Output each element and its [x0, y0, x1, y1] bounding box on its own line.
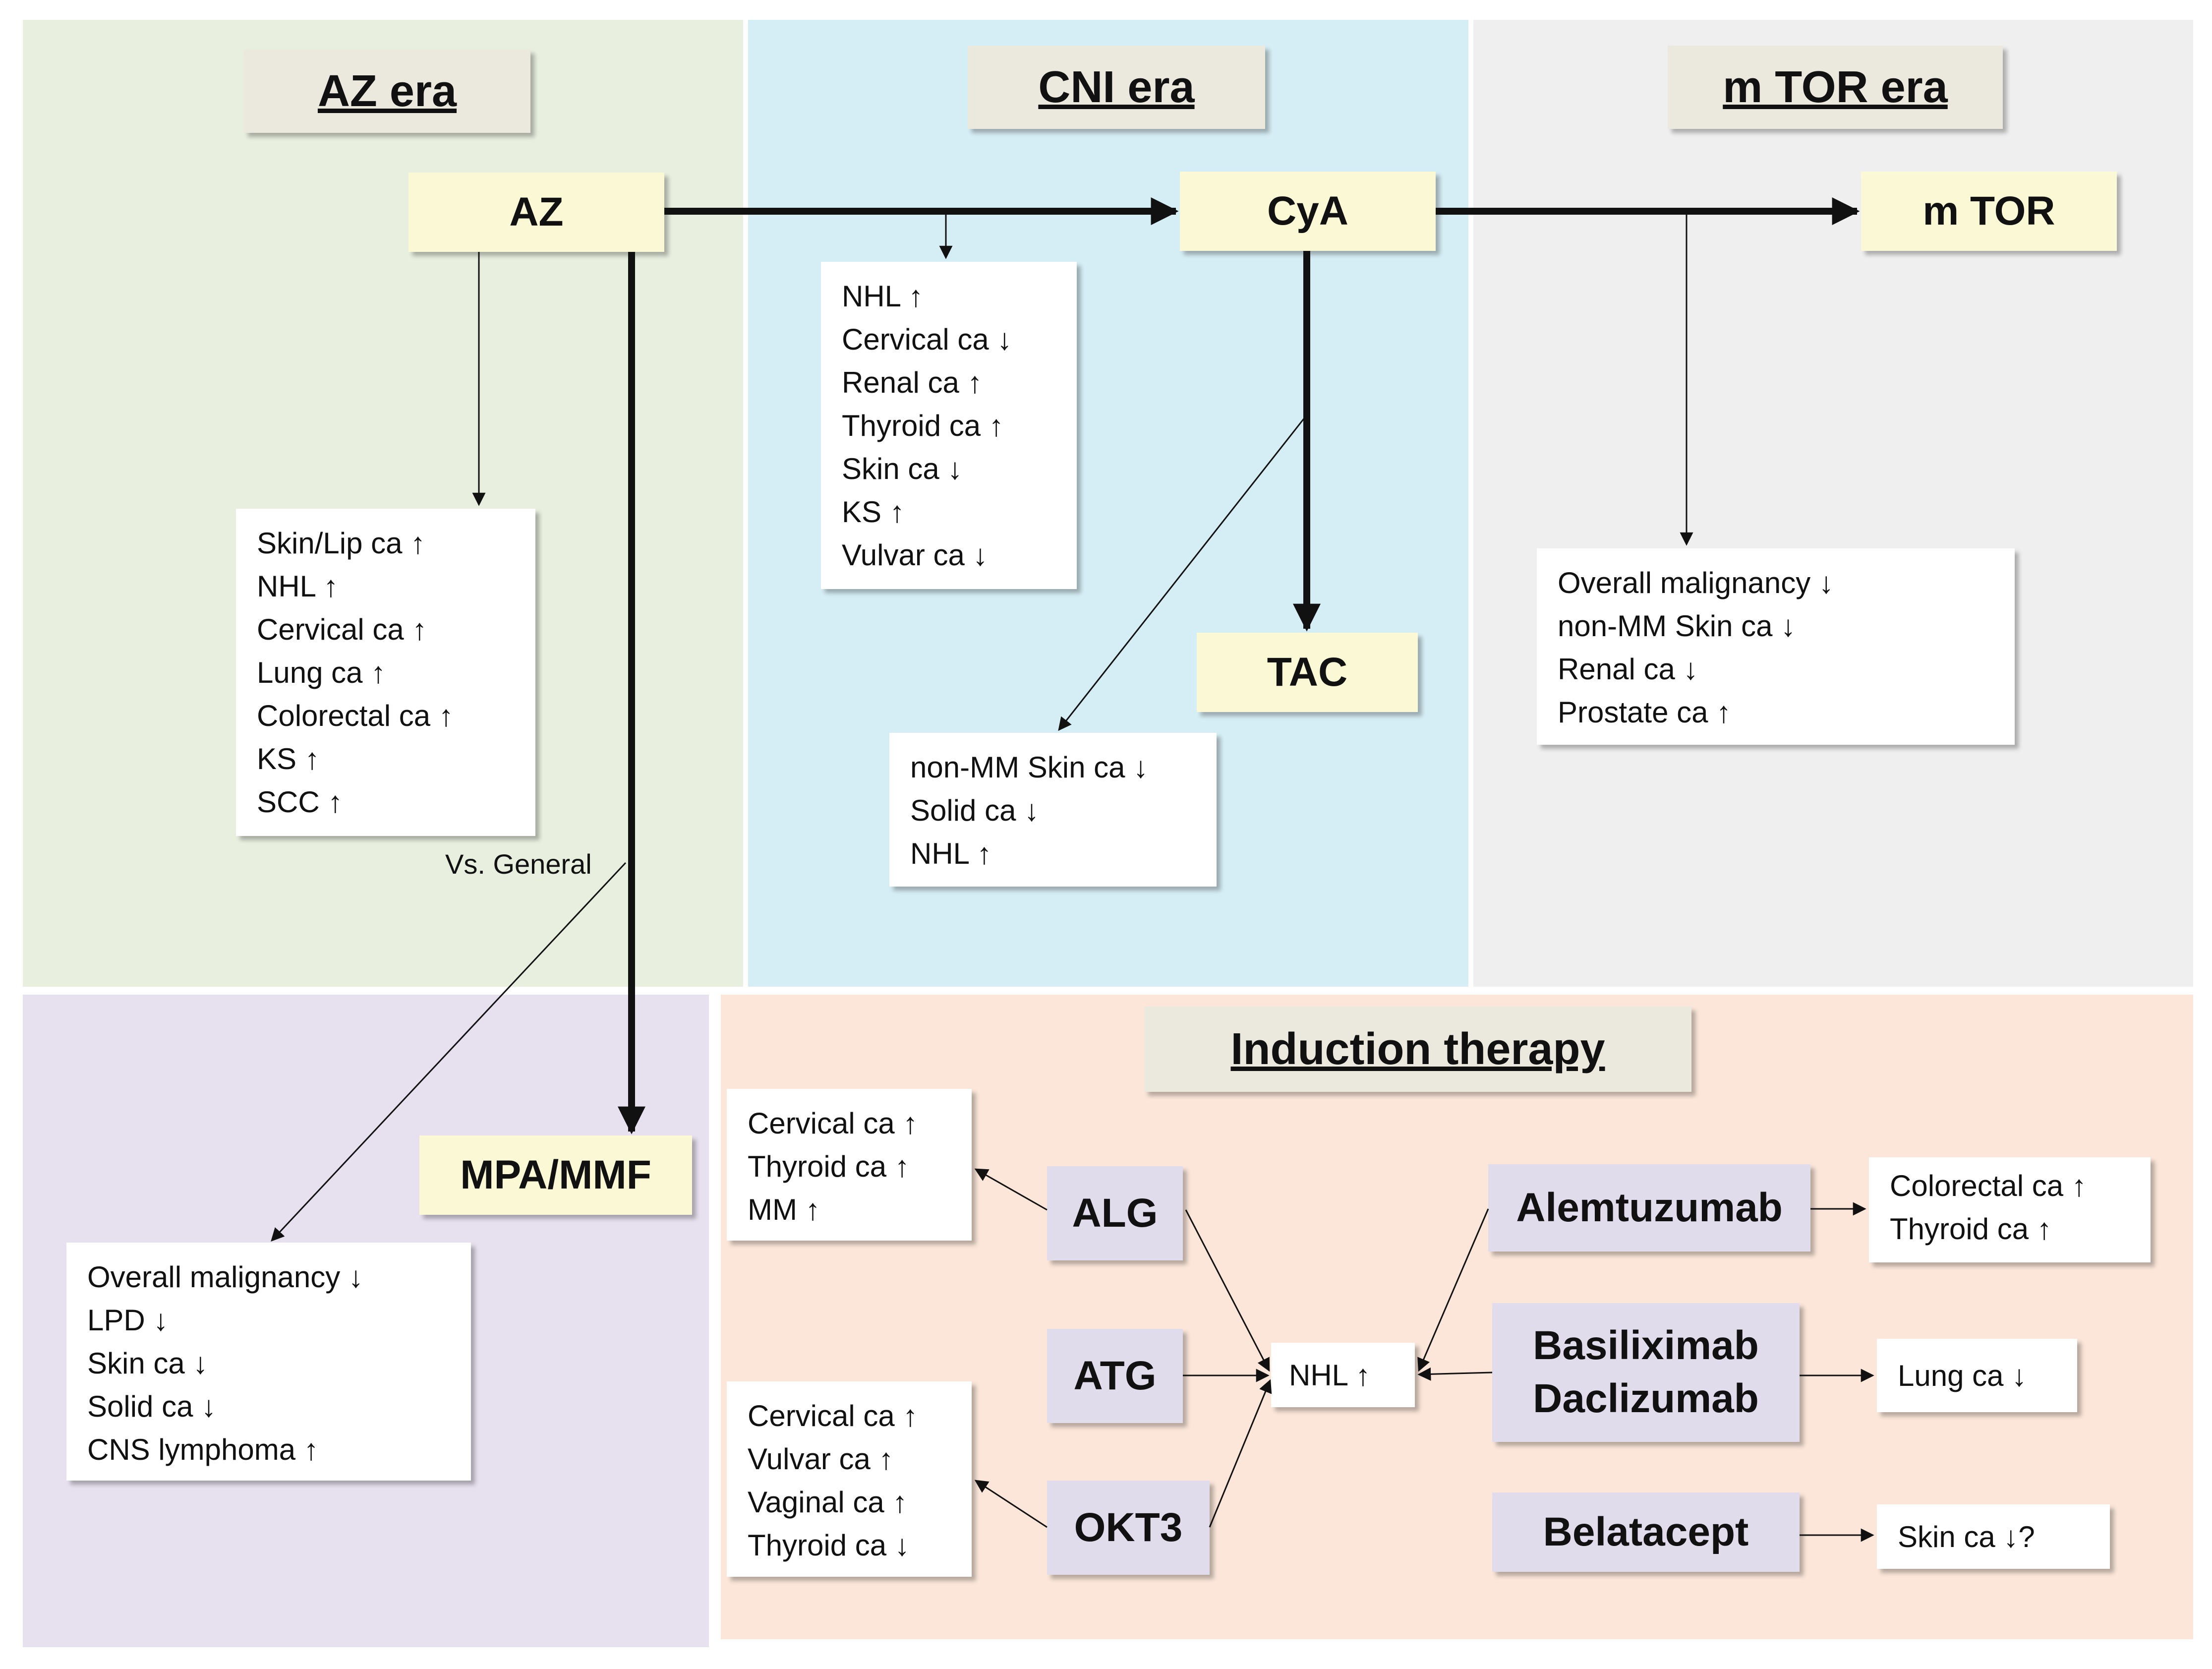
belatacept-outcome-box: Skin ca ↓?: [1877, 1504, 2110, 1569]
outcome-item: non-MM Skin ca ↓: [910, 751, 1149, 784]
outcome-item: Prostate ca ↑: [1558, 696, 1732, 729]
outcome-item: Skin/Lip ca ↑: [257, 527, 426, 560]
mtor-outcomes-box: Overall malignancy ↓ non-MM Skin ca ↓ Re…: [1537, 548, 2015, 745]
belatacept-agent-box: Belatacept: [1492, 1492, 1800, 1572]
outcome-item: Cervical ca ↑: [748, 1399, 918, 1432]
outcome-item: Thyroid ca ↓: [748, 1529, 910, 1562]
az-outcomes-box: Skin/Lip ca ↑ NHL ↑ Cervical ca ↑ Lung c…: [236, 509, 535, 836]
outcome-item: NHL ↑: [1289, 1358, 1371, 1392]
outcome-item: Skin ca ↓: [842, 452, 963, 485]
outcome-item: MM ↑: [748, 1193, 820, 1226]
outcome-item: Cervical ca ↑: [748, 1107, 918, 1140]
basiliximab-label: Basiliximab: [1533, 1323, 1759, 1369]
nhl-outcome-box: NHL ↑: [1271, 1343, 1415, 1407]
outcome-item: Overall malignancy ↓: [1558, 566, 1834, 599]
outcome-item: Thyroid ca ↑: [842, 409, 1004, 442]
outcome-item: Thyroid ca ↑: [1890, 1212, 2052, 1246]
outcome-item: KS ↑: [257, 742, 320, 775]
okt3-outcomes-box: Cervical ca ↑ Vulvar ca ↑ Vaginal ca ↑ T…: [727, 1381, 972, 1577]
vs-general-label: Vs. General: [445, 848, 592, 880]
mpa-outcomes-box: Overall malignancy ↓ LPD ↓ Skin ca ↓ Sol…: [66, 1243, 471, 1481]
outcome-item: SCC ↑: [257, 785, 343, 819]
basiliximab-daclizumab-agent-box: Basiliximab Daclizumab: [1492, 1303, 1800, 1442]
outcome-item: Vulvar ca ↑: [748, 1442, 894, 1476]
tac-outcomes-box: non-MM Skin ca ↓ Solid ca ↓ NHL ↑: [889, 733, 1217, 887]
outcome-item: Solid ca ↓: [910, 794, 1040, 827]
mtor-era-panel: [1473, 20, 2193, 987]
outcome-item: Cervical ca ↑: [257, 613, 427, 646]
outcome-item: NHL ↑: [910, 837, 992, 870]
basiliximab-outcome-box: Lung ca ↓: [1877, 1339, 2077, 1412]
az-drug-box: AZ: [408, 173, 664, 252]
mtor-drug-box: m TOR: [1861, 172, 2117, 251]
atg-agent-box: ATG: [1047, 1329, 1183, 1423]
daclizumab-label: Daclizumab: [1533, 1376, 1759, 1421]
outcome-item: Thyroid ca ↑: [748, 1150, 910, 1183]
outcome-item: Overall malignancy ↓: [87, 1260, 363, 1294]
induction-therapy-title: Induction therapy: [1144, 1007, 1691, 1092]
outcome-item: Lung ca ↑: [257, 656, 386, 689]
outcome-item: Colorectal ca ↑: [1890, 1169, 2087, 1202]
tac-drug-box: TAC: [1197, 633, 1418, 712]
outcome-item: Colorectal ca ↑: [257, 699, 454, 732]
outcome-item: CNS lymphoma ↑: [87, 1433, 319, 1466]
outcome-item: NHL ↑: [257, 570, 339, 603]
outcome-item: Skin ca ↓: [87, 1347, 208, 1380]
alg-outcomes-box: Cervical ca ↑ Thyroid ca ↑ MM ↑: [727, 1089, 972, 1241]
outcome-item: Vaginal ca ↑: [748, 1486, 908, 1519]
cni-era-title: CNI era: [968, 46, 1265, 129]
outcome-item: Vulvar ca ↓: [842, 538, 988, 572]
alemtuzumab-agent-box: Alemtuzumab: [1488, 1164, 1810, 1252]
az-era-panel: [23, 20, 743, 987]
outcome-item: Renal ca ↑: [842, 366, 983, 399]
alemtuzumab-outcomes-box: Colorectal ca ↑ Thyroid ca ↑: [1869, 1157, 2151, 1262]
outcome-item: Lung ca ↓: [1898, 1359, 2027, 1392]
outcome-item: Solid ca ↓: [87, 1390, 217, 1423]
mtor-era-title: m TOR era: [1668, 46, 2003, 129]
cya-drug-box: CyA: [1180, 172, 1436, 251]
outcome-item: Renal ca ↓: [1558, 653, 1698, 686]
alg-agent-box: ALG: [1047, 1166, 1183, 1260]
cni-outcomes-box: NHL ↑ Cervical ca ↓ Renal ca ↑ Thyroid c…: [821, 262, 1077, 589]
outcome-item: KS ↑: [842, 495, 905, 529]
outcome-item: non-MM Skin ca ↓: [1558, 609, 1796, 643]
mpa-mmf-drug-box: MPA/MMF: [419, 1135, 692, 1215]
outcome-item: LPD ↓: [87, 1304, 169, 1337]
outcome-item: Cervical ca ↓: [842, 323, 1012, 356]
outcome-item: Skin ca ↓?: [1898, 1520, 2035, 1553]
az-era-title: AZ era: [244, 50, 530, 133]
okt3-agent-box: OKT3: [1047, 1481, 1210, 1575]
outcome-item: NHL ↑: [842, 280, 924, 313]
